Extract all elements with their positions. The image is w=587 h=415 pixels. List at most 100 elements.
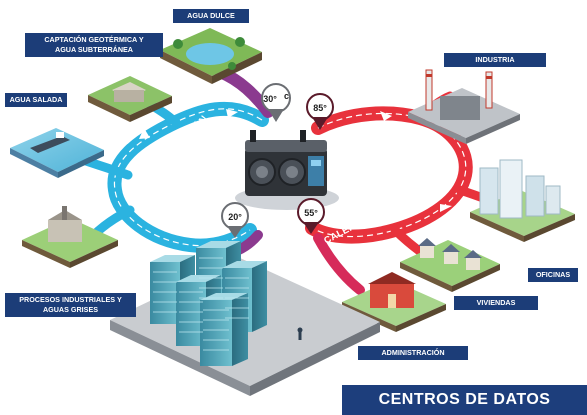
administracion-side-r [396, 304, 446, 332]
office-tower-2 [499, 159, 523, 219]
heat-pump-machine [235, 130, 339, 210]
procesos-label-line1: PROCESOS INDUSTRIALES Y [19, 295, 122, 304]
agua-salada-side-l [10, 148, 58, 178]
procesos-tile [22, 206, 118, 268]
viviendas-side-r [452, 264, 500, 292]
administracion-label: ADMINISTRACIÓN [358, 346, 468, 360]
industria-chimney-band [426, 74, 432, 77]
captacion-label: CAPTACIÓN GEOTÉRMICA Y AGUA SUBTERRÁNEA [25, 33, 163, 57]
pin-55: 55° [297, 198, 325, 234]
ship-bridge [56, 132, 64, 138]
house [466, 258, 480, 270]
machine-pipe-1 [250, 130, 256, 142]
agua-dulce-tile [160, 28, 262, 84]
machine-top [245, 140, 327, 152]
server-tower-side [252, 261, 267, 332]
procesos-side-l [22, 240, 70, 268]
pin-20-tip [227, 226, 243, 238]
procesos-factory [48, 220, 82, 242]
industria-tile [408, 69, 520, 144]
cold-arrow-1 [226, 109, 238, 118]
captacion-label-line1: CAPTACIÓN GEOTÉRMICA Y [44, 35, 144, 44]
captacion-side-r [130, 96, 172, 122]
procesos-chimney [62, 206, 67, 220]
captacion-label-line2: AGUA SUBTERRÁNEA [55, 45, 133, 54]
procesos-label-line2: AGUAS GRISES [42, 305, 99, 314]
server-tower [200, 293, 248, 366]
pin-85-value: 85° [313, 103, 327, 113]
oficinas-side-r [524, 214, 575, 242]
administracion-tile [342, 272, 446, 332]
administracion-door [388, 294, 396, 308]
tree [235, 37, 245, 47]
agua-salada-side-r [58, 150, 104, 178]
server-tower-front [150, 262, 180, 324]
data-center-platform-side-l [110, 320, 250, 396]
industria-side-l [408, 112, 466, 144]
machine-cylinder-2-core [286, 166, 298, 178]
office-tower-1 [479, 167, 499, 215]
pin-30-unit: c [284, 91, 289, 101]
person-body [298, 332, 302, 340]
pin-55-value: 55° [304, 208, 318, 218]
warm-arrow-2 [440, 204, 452, 212]
server-tower-front [200, 300, 232, 366]
server-tower-side [232, 293, 248, 366]
captacion-building [114, 90, 144, 102]
pin-30-value: 30° [263, 94, 277, 104]
warm-branch-administracion [313, 233, 365, 295]
captacion-tile [88, 76, 172, 122]
industria-building [440, 96, 480, 120]
pin-30-tip [268, 109, 284, 122]
server-rack-lines [153, 257, 249, 351]
agua-dulce-side-r [212, 52, 262, 84]
oficinas-label: OFICINAS [528, 268, 578, 282]
pin-20: 20° [221, 202, 249, 238]
agua-salada-tile [10, 128, 104, 178]
data-center-platform-side-r [250, 322, 380, 396]
industria-chimney-band [486, 76, 492, 79]
ship-hull [30, 136, 70, 153]
viviendas-label: VIVIENDAS [454, 296, 538, 310]
machine-cylinder-1-core [256, 166, 268, 178]
industria-label: INDUSTRIA [444, 53, 546, 67]
viviendas-side-l [400, 262, 452, 292]
agua-dulce-side-l [160, 50, 212, 84]
industria-chimney-1 [425, 69, 433, 111]
tree [228, 62, 236, 70]
machine-pipe-2 [300, 130, 306, 142]
agua-salada-label: AGUA SALADA [5, 93, 67, 107]
procesos-side-r [70, 240, 118, 268]
oficinas-tile [470, 159, 575, 242]
tree [173, 39, 183, 49]
pin-85: 85° [306, 93, 334, 130]
agua-salada-sea [10, 128, 104, 172]
office-tower-3 [525, 175, 545, 217]
house [444, 252, 458, 264]
house-roof [418, 238, 436, 246]
cold-arrow-2 [139, 128, 150, 139]
administracion-roof [368, 272, 416, 284]
office-tower-4 [545, 185, 561, 215]
house-roof [442, 244, 460, 252]
pin-85-tip [312, 117, 328, 130]
machine-screen [311, 160, 321, 166]
agua-dulce-lake [186, 43, 234, 65]
house-roof [464, 250, 482, 258]
warm-loop-dash [311, 112, 467, 238]
warm-arrow-1 [380, 111, 392, 121]
pin-55-tip [303, 222, 319, 234]
house [420, 246, 434, 258]
pin-20-value: 20° [228, 212, 242, 222]
data-center [110, 241, 380, 396]
procesos-label: PROCESOS INDUSTRIALES Y AGUAS GRISES [5, 293, 136, 317]
oficinas-side-l [470, 212, 524, 242]
captacion-side-l [88, 95, 130, 122]
agua-dulce-label: AGUA DULCE [173, 9, 249, 23]
industria-chimney-2 [485, 71, 493, 109]
person-icon [297, 327, 303, 333]
pin-30: 30° c [261, 83, 291, 122]
industria-side-r [466, 114, 520, 144]
